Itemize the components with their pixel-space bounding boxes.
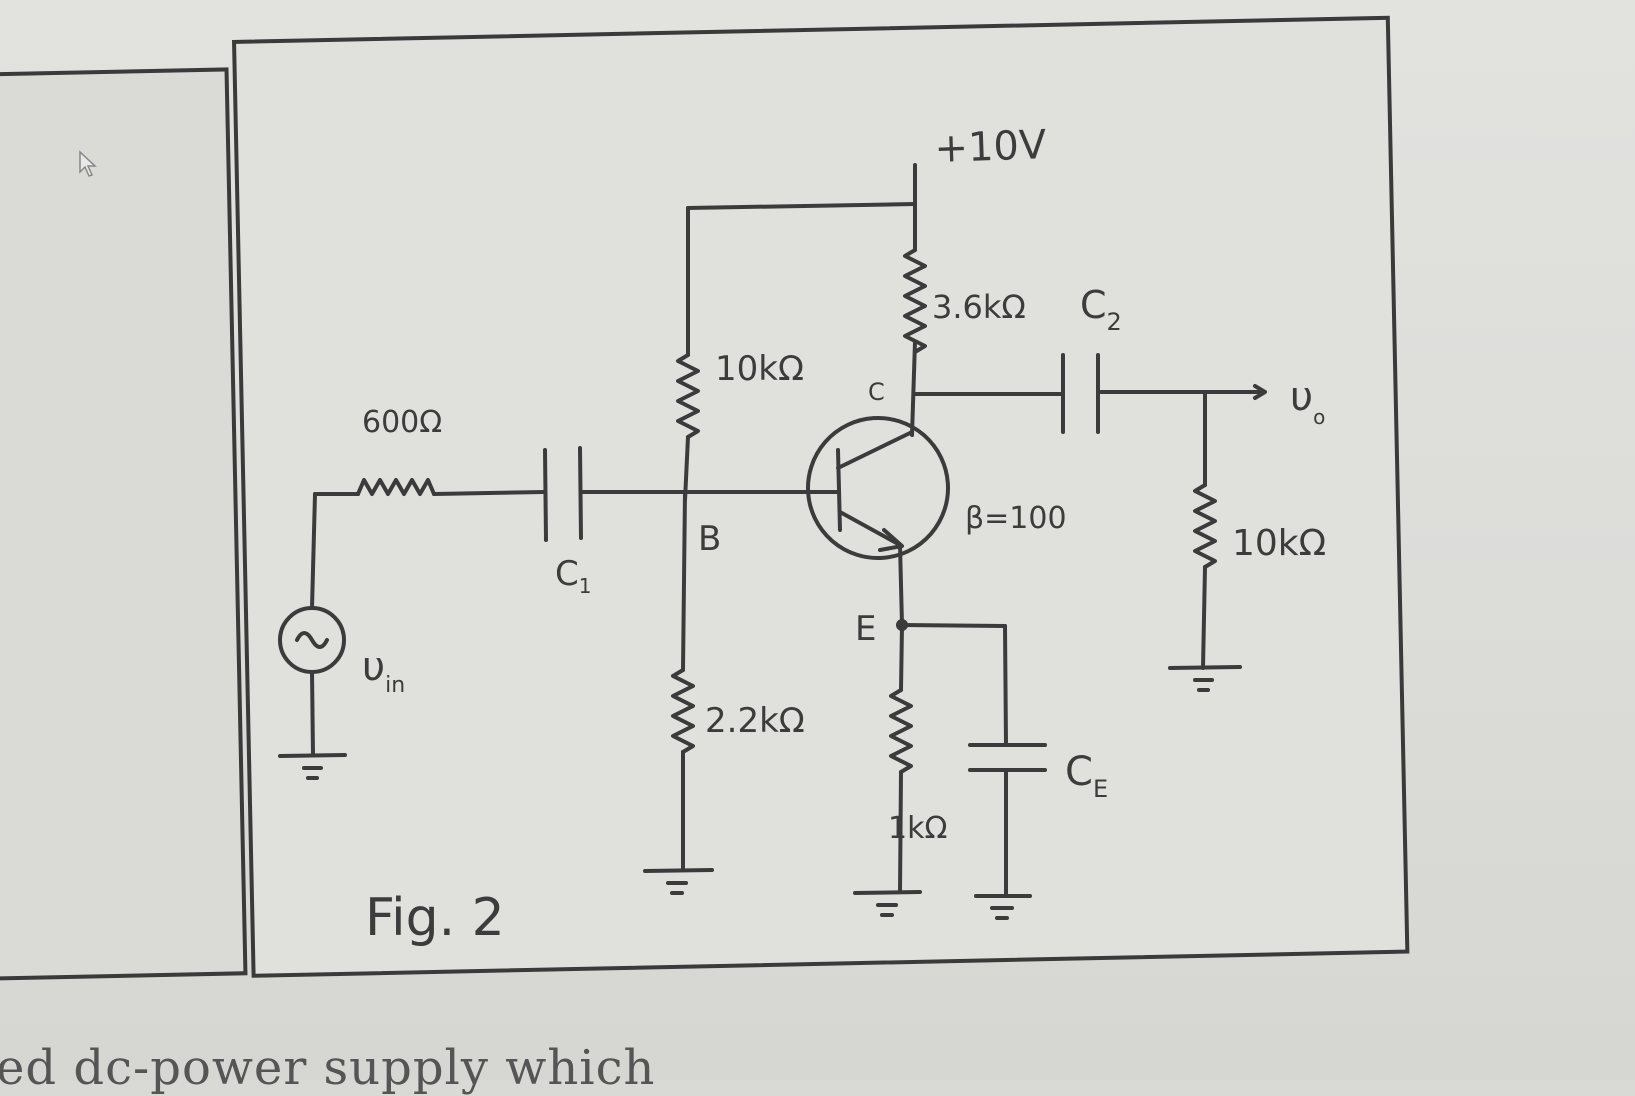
- resistor-1k: [889, 688, 913, 774]
- label-r-collector: 3.6kΩ: [932, 288, 1026, 326]
- resistor-10k-load: [1193, 483, 1217, 569]
- label-emitter: E: [855, 609, 876, 649]
- mouse-cursor-icon: [79, 150, 97, 177]
- label-vin: υin: [362, 644, 405, 698]
- label-r-bias-top: 10kΩ: [715, 349, 804, 389]
- ground-ce-icon: [974, 894, 1032, 920]
- label-r-bias-bottom: 2.2kΩ: [705, 701, 805, 741]
- npn-transistor-icon: [803, 416, 950, 560]
- ground-load-icon: [1168, 665, 1242, 692]
- resistor-2-2k: [671, 668, 695, 754]
- label-r-emitter: 1kΩ: [888, 811, 947, 846]
- label-beta: β=100: [965, 501, 1067, 536]
- capacitor-c1-plate-left: [543, 448, 548, 542]
- resistor-600: [356, 478, 436, 496]
- label-collector: C: [868, 378, 885, 406]
- output-arrow-icon: [1253, 384, 1267, 400]
- label-supply: +10V: [934, 122, 1048, 172]
- resistor-10k-bias: [676, 353, 700, 439]
- label-vout: υo: [1290, 374, 1325, 429]
- ground-emitter-icon: [853, 890, 922, 917]
- label-c1: C1: [555, 554, 591, 598]
- label-base: B: [698, 519, 721, 559]
- top-rail-wire: [686, 202, 917, 210]
- label-load-resistor: 10kΩ: [1232, 523, 1326, 564]
- resistor-3-6k: [903, 248, 927, 354]
- figure-caption: Fig. 2: [365, 888, 505, 948]
- ac-source-icon: [278, 606, 346, 674]
- label-source-resistor: 600Ω: [362, 405, 442, 440]
- ground-bias-icon: [643, 868, 714, 895]
- label-ce: CE: [1065, 749, 1108, 803]
- page-text-fragment: ed dc-power supply which: [0, 1040, 656, 1096]
- label-c2: C2: [1080, 283, 1122, 336]
- ground-source-icon: [278, 753, 347, 780]
